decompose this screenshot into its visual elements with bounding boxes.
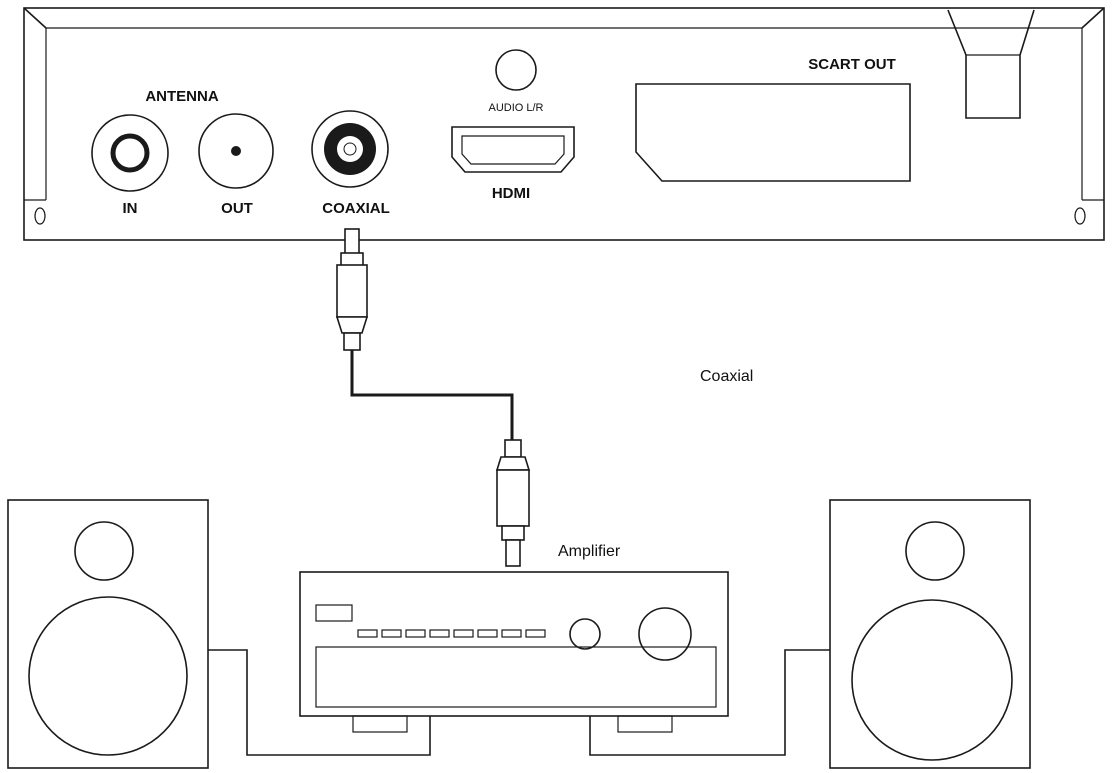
amplifier-button-row	[357, 629, 546, 638]
speaker-wire-right	[589, 649, 830, 756]
antenna-out-label: OUT	[221, 200, 253, 217]
amplifier-volume-knob	[638, 607, 692, 661]
rca-plug-bottom	[495, 439, 531, 567]
antenna-in-label: IN	[123, 200, 138, 217]
speaker-left-woofer	[28, 596, 188, 756]
amplifier-foot-left	[352, 715, 408, 733]
screw-hole-left	[34, 207, 46, 225]
screw-hole-right	[1074, 207, 1086, 225]
coaxial-cable-label: Coaxial	[700, 368, 753, 385]
speaker-right-tweeter	[905, 521, 965, 581]
rca-plug-top	[335, 228, 369, 351]
amplifier-display	[315, 604, 353, 622]
amplifier-label: Amplifier	[558, 543, 621, 560]
hdmi-port	[451, 126, 575, 173]
coaxial-cable	[350, 350, 514, 440]
amplifier	[299, 571, 729, 733]
coaxial-port	[311, 110, 389, 188]
set-top-box-rear-panel: ANTENNA IN OUT COAXIAL AUDIO L/R HD	[23, 7, 1105, 241]
speaker-left-tweeter	[74, 521, 134, 581]
audio-lr-label: AUDIO L/R	[488, 102, 543, 114]
antenna-in-port	[91, 114, 169, 192]
antenna-label: ANTENNA	[145, 88, 218, 105]
amplifier-small-knob	[569, 618, 601, 650]
scart-port	[635, 83, 911, 182]
amplifier-foot-right	[617, 715, 673, 733]
hdmi-label: HDMI	[492, 185, 530, 202]
audio-lr-jack	[495, 49, 537, 91]
coaxial-port-label: COAXIAL	[322, 200, 390, 217]
power-socket	[947, 9, 1035, 119]
speaker-right-woofer	[851, 599, 1013, 761]
scart-out-label: SCART OUT	[808, 56, 896, 73]
antenna-out-port	[198, 113, 274, 189]
speaker-right	[829, 499, 1031, 769]
speaker-wire-left	[208, 649, 431, 756]
amplifier-front-panel	[315, 646, 717, 708]
speaker-left	[7, 499, 209, 769]
